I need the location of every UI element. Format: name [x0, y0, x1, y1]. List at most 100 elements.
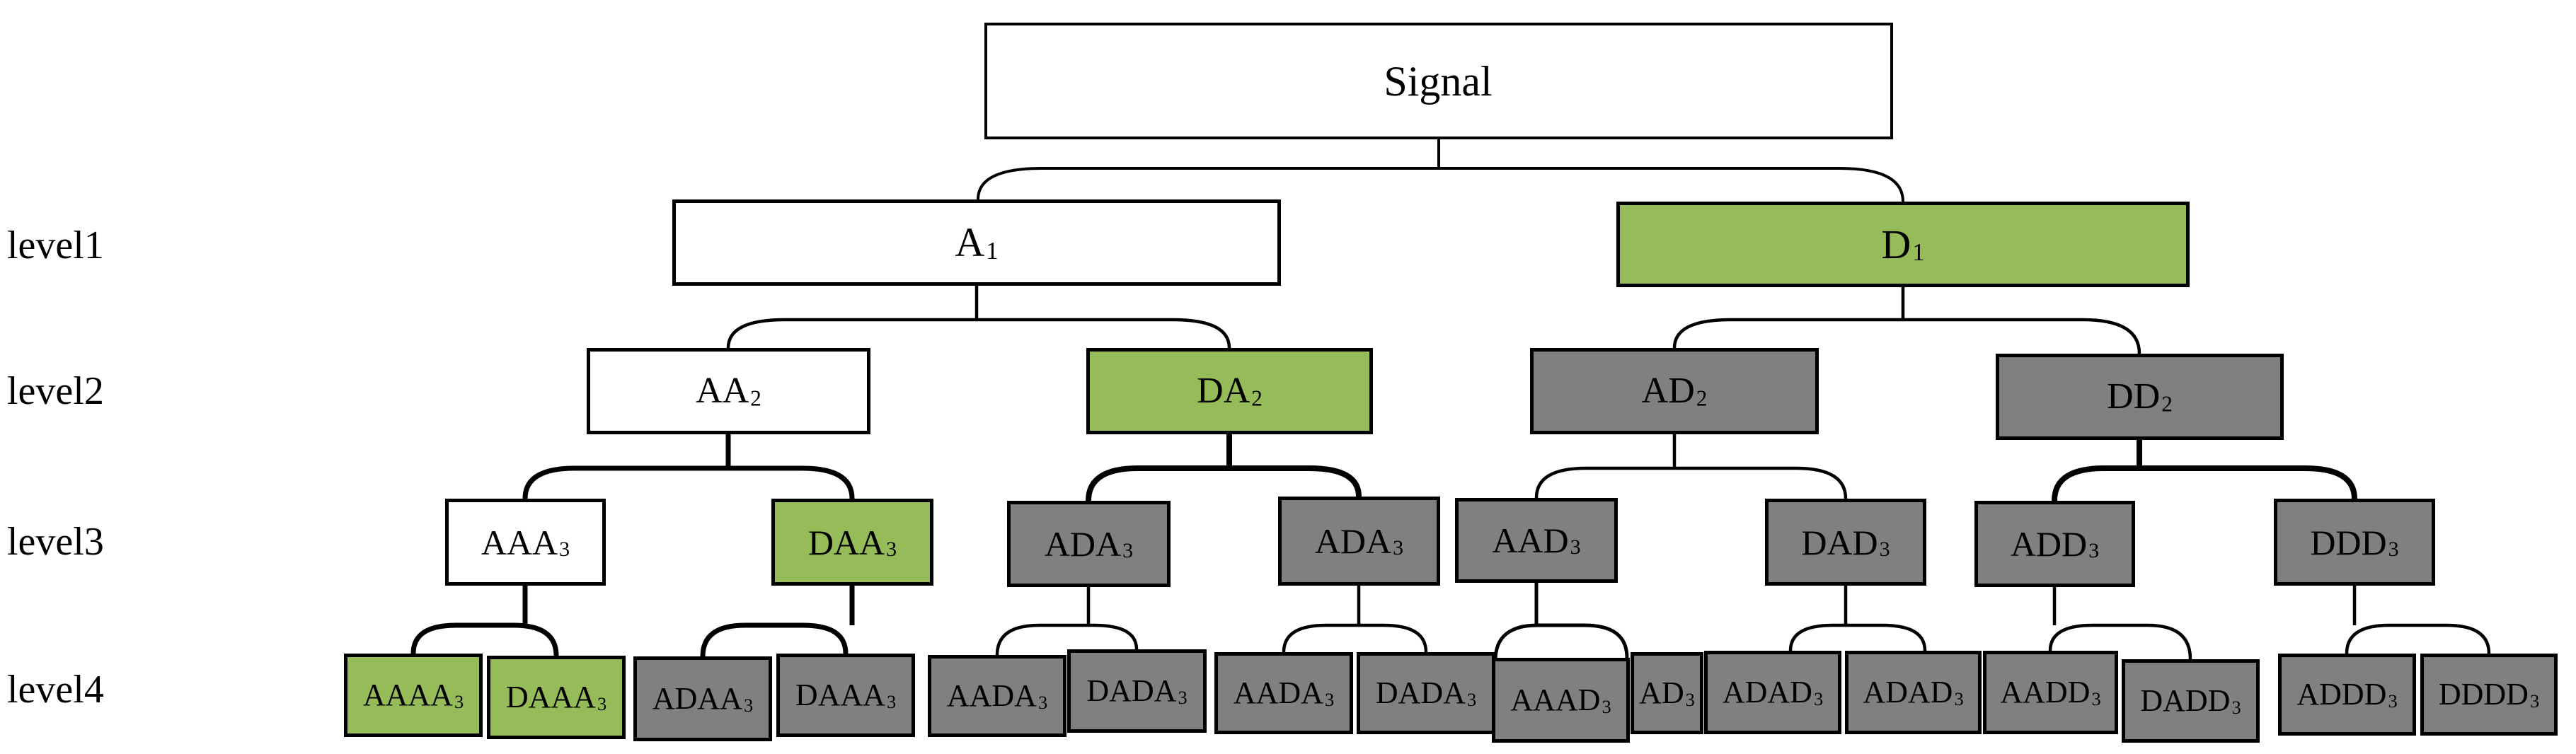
node-l4-adaa3-subscript: 3 [743, 694, 754, 716]
node-l4-dada3-1-subscript: 3 [1178, 686, 1188, 708]
node-l4-dadd3-label: DADD [2140, 683, 2231, 718]
node-ada3-2-subscript: 3 [1393, 536, 1404, 560]
node-l4-dddd3-label: DDDD [2438, 677, 2529, 712]
node-l4-aada3-2-subscript: 3 [1324, 688, 1335, 710]
node-l4-ad3-subscript: 3 [1685, 688, 1695, 710]
node-d1-subscript: 1 [1912, 238, 1925, 266]
node-daa3-subscript: 3 [886, 537, 897, 561]
node-l4-aada3-2-label: AADA [1233, 675, 1323, 710]
node-aaa3-subscript: 3 [559, 537, 570, 561]
connector-dad3 [1788, 586, 1927, 651]
node-l4-daaa3-2-subscript: 3 [886, 690, 897, 712]
node-l4-aaad3-subscript: 3 [1602, 695, 1611, 717]
connector-aad3 [1493, 583, 1629, 661]
node-add3-subscript: 3 [2088, 539, 2100, 563]
connector-ada3-1 [995, 587, 1139, 656]
node-l4-daaa3-1-label: DAAA [505, 680, 596, 714]
node-l4-ad3-label: AD [1639, 675, 1684, 710]
node-d1-label: D [1881, 221, 1911, 267]
node-l4-adad3-1-subscript: 3 [1813, 688, 1824, 709]
node-l4-adad3-2-subscript: 3 [1954, 688, 1964, 709]
node-l4-adad3-2-label: ADAD [1863, 675, 1953, 709]
node-ddd3-subscript: 3 [2388, 537, 2399, 561]
connector-d1 [1672, 287, 2141, 354]
node-l4-addd3-subscript: 3 [2388, 690, 2398, 712]
node-signal: Signal [984, 23, 1893, 139]
node-da2-label: DA [1197, 371, 1250, 411]
node-l4-aada3-1-subscript: 3 [1037, 691, 1048, 713]
connector-ad2 [1534, 434, 1848, 499]
node-dad3-label: DAD [1801, 522, 1878, 562]
node-aaa3-label: AAA [481, 522, 558, 562]
node-a1-subscript: 1 [986, 236, 999, 265]
row-label-level2: level2 [7, 369, 104, 413]
node-l4-aadd3-subscript: 3 [2091, 688, 2101, 709]
connector-signal [977, 139, 1904, 202]
node-l4-daaa3-1-subscript: 3 [597, 692, 607, 714]
node-ad2-subscript: 2 [1696, 385, 1708, 411]
connector-daa3 [700, 586, 855, 657]
node-l4-daaa3-2-label: DAAA [795, 678, 885, 712]
connector-da2 [1086, 434, 1362, 501]
node-l4-adaa3-label: ADAA [652, 681, 742, 716]
connector-dd2 [2052, 440, 2357, 501]
node-ada3-2-label: ADA [1314, 521, 1392, 561]
node-ada3-1-label: ADA [1044, 524, 1122, 564]
node-l4-aaad3-label: AAAD [1510, 683, 1601, 717]
node-l4-aada3-1-label: AADA [946, 678, 1037, 713]
node-signal-label: Signal [1384, 57, 1493, 105]
node-ddd3-label: DDD [2310, 522, 2387, 562]
connector-aaa3 [410, 586, 559, 656]
node-aa2-subscript: 2 [750, 385, 761, 411]
node-l4-aadd3-label: AADD [2000, 675, 2091, 709]
node-aad3-subscript: 3 [1570, 535, 1581, 559]
connector-a1 [726, 286, 1231, 349]
row-label-level1: level1 [7, 224, 104, 267]
node-da2-subscript: 2 [1251, 385, 1263, 411]
node-l4-dddd3-subscript: 3 [2529, 690, 2540, 712]
node-l4-aaaa3-subscript: 3 [454, 690, 464, 712]
connector-add3 [2048, 587, 2192, 660]
node-ada3-1-subscript: 3 [1122, 539, 1134, 563]
connector-aa2 [522, 434, 855, 499]
node-l4-aaaa3-label: AAAA [362, 678, 453, 712]
node-dd2-label: DD [2107, 376, 2161, 417]
node-l4-dada3-2-subscript: 3 [1466, 688, 1477, 710]
node-add3-label: ADD [2010, 524, 2088, 564]
row-label-level3: level3 [7, 520, 104, 564]
connector-ada3-2 [1282, 586, 1428, 653]
node-l4-dada3-2-label: DADA [1375, 675, 1466, 710]
node-ad2-label: AD [1641, 371, 1695, 411]
node-aa2-label: AA [696, 371, 749, 411]
connector-ddd3 [2345, 586, 2491, 654]
node-l4-addd3-label: ADDD [2296, 677, 2387, 712]
node-a1-label: A [955, 219, 985, 265]
